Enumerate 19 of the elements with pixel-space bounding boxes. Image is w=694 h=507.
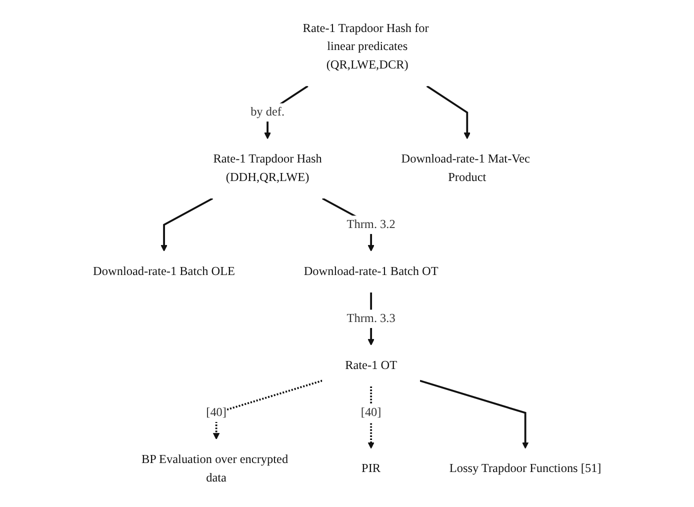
arrow	[426, 85, 470, 140]
node-text: Rate-1 Trapdoor Hash for linear predicates (QR,LWE,DCR)	[302, 22, 429, 72]
arrow	[160, 198, 213, 252]
edge-label: [40]	[206, 406, 226, 419]
node-text: Lossy Trapdoor Functions [51]	[449, 462, 602, 476]
node-text: BP Evaluation over encrypted data	[141, 453, 288, 484]
arrow	[420, 380, 529, 449]
edge-label: by def.	[250, 106, 284, 119]
edge-label: [40]	[360, 406, 382, 419]
edge-label: Thrm. 3.3	[346, 312, 396, 325]
node-text: Rate-1 Trapdoor Hash (DDH,QR,LWE)	[213, 152, 322, 184]
node-text: Download-rate-1 Batch OLE	[92, 264, 235, 278]
node-text: PIR	[361, 462, 380, 476]
edge-label: Thrm. 3.2	[346, 218, 396, 231]
node-text: Download-rate-1 Mat-Vec Product	[401, 152, 530, 184]
arrow	[212, 380, 322, 440]
node-text: Rate-1 OT	[344, 358, 397, 372]
node-text: Download-rate-1 Batch OT	[304, 264, 438, 278]
arrow	[368, 386, 374, 449]
